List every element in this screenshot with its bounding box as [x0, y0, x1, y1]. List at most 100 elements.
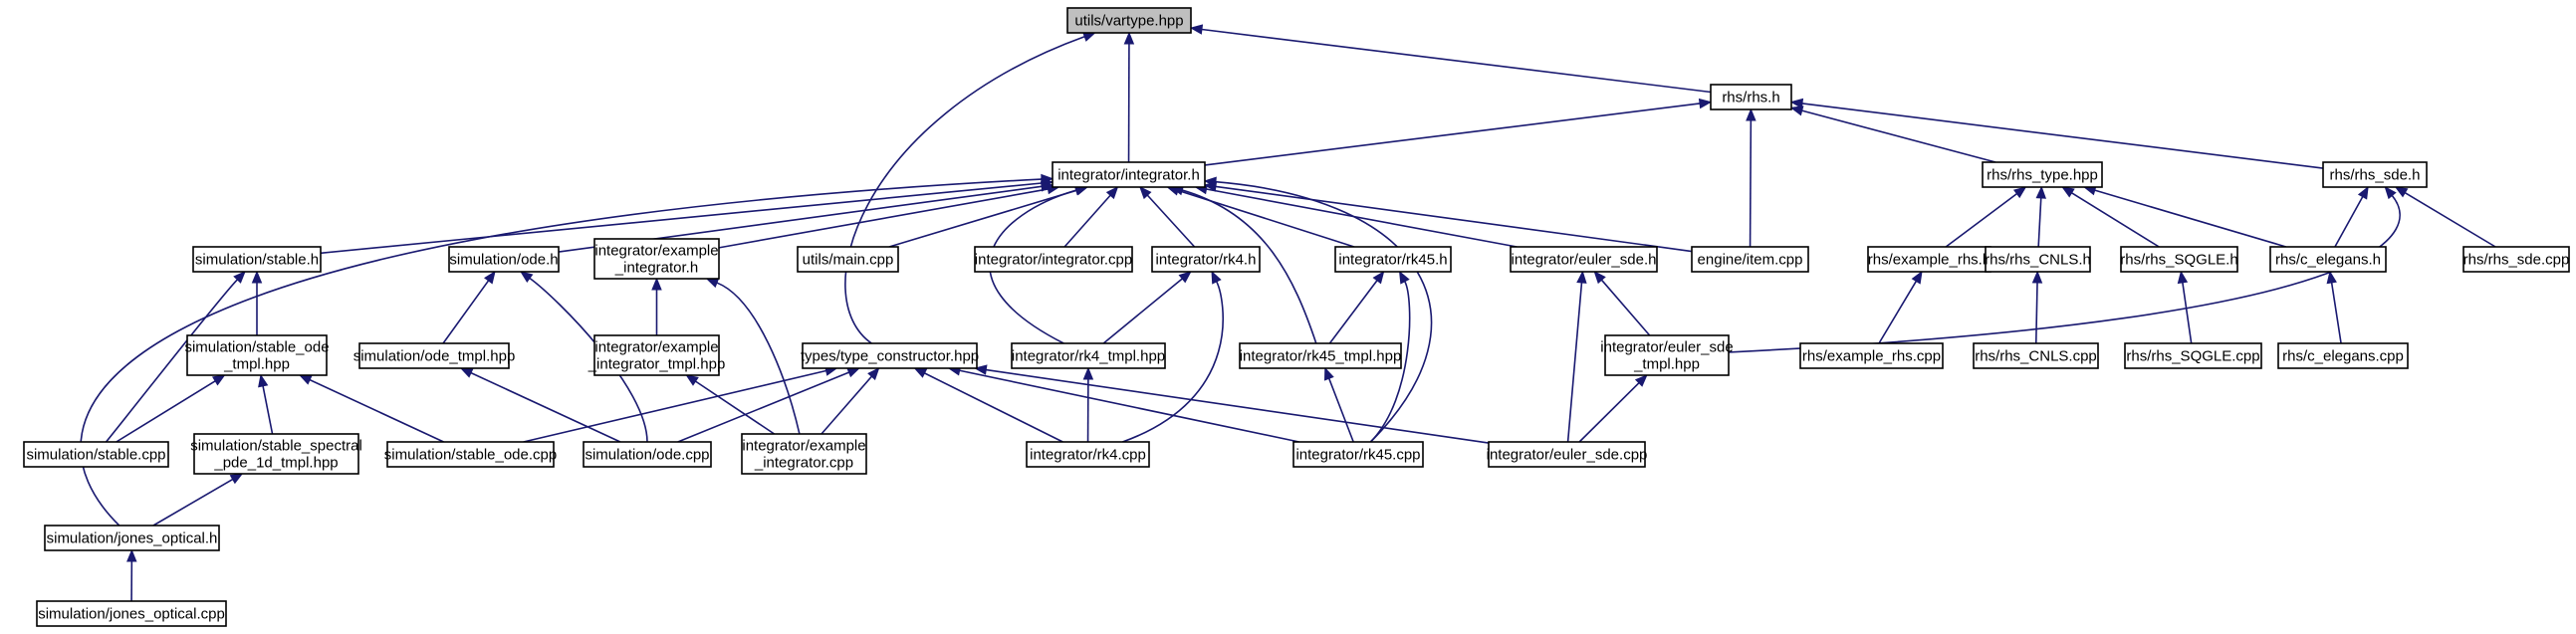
- node-rhs_sqgle_h[interactable]: rhs/rhs_SQGLE.h: [2120, 246, 2238, 273]
- arrowhead: [1040, 181, 1054, 192]
- node-label: rhs/example_rhs.cpp: [1802, 348, 1941, 365]
- edge-line: [2071, 192, 2160, 248]
- edge-rhs-to-vartype: [1189, 24, 1712, 94]
- arrowhead: [459, 367, 474, 378]
- edge-line: [1063, 194, 1111, 248]
- edge-line: [1102, 278, 1183, 344]
- edge-example_integrator_cpp-to-type_constructor: [820, 367, 880, 435]
- arrowhead: [867, 367, 880, 381]
- node-example_rhs_cpp[interactable]: rhs/example_rhs.cpp: [1799, 342, 1944, 369]
- edge-line: [2094, 189, 2287, 248]
- node-rk45_h[interactable]: integrator/rk45.h: [1334, 246, 1452, 273]
- node-box: [583, 441, 712, 468]
- node-rhs_type[interactable]: rhs/rhs_type.hpp: [1982, 161, 2103, 188]
- node-main_cpp[interactable]: utils/main.cpp: [797, 246, 899, 273]
- edge-line: [1215, 180, 1433, 443]
- edge-rk4_cpp-to-rk4_h: [1122, 270, 1225, 443]
- edge-line: [1201, 28, 1712, 94]
- edge-line: [2034, 282, 2038, 344]
- edge-rk45_cpp-to-integrator: [1203, 176, 1433, 443]
- node-example_integrator_tmpl[interactable]: integrator/example_integrator_tmpl.hpp: [587, 334, 726, 376]
- node-label: integrator/rk45_tmpl.hpp: [1240, 348, 1402, 365]
- edge-euler_sde_cpp-to-euler_sde_h: [1566, 270, 1587, 443]
- node-stable_ode_cpp[interactable]: simulation/stable_ode.cpp: [384, 441, 557, 468]
- node-label: types/type_constructor.hpp: [801, 348, 979, 365]
- arrowhead: [1634, 374, 1648, 387]
- edge-rk4_cpp-to-type_constructor: [913, 367, 1063, 443]
- node-example_rhs_h[interactable]: rhs/example_rhs.h: [1867, 246, 1991, 273]
- node-label: simulation/ode.cpp: [585, 447, 709, 464]
- edge-line: [1206, 188, 1518, 248]
- node-box: [1239, 342, 1402, 369]
- node-example_integrator_h[interactable]: integrator/example_integrator.h: [593, 238, 720, 280]
- edge-line: [262, 385, 274, 435]
- node-integrator_cpp[interactable]: integrator/integrator.cpp: [974, 246, 1133, 273]
- node-euler_sde_tmpl[interactable]: integrator/euler_sde_tmpl.hpp: [1600, 334, 1734, 376]
- node-label: integrator/euler_sde.h: [1512, 252, 1657, 269]
- node-rhs_sde[interactable]: rhs/rhs_sde.h: [2322, 161, 2428, 188]
- arrowhead: [2012, 186, 2027, 199]
- node-box: [23, 441, 169, 468]
- edge-line: [523, 369, 826, 443]
- edge-rk4_tmpl-to-rk4_h: [1102, 271, 1192, 344]
- node-label: simulation/stable_ode.cpp: [384, 447, 557, 464]
- node-rhs_cnls_h[interactable]: rhs/rhs_CNLS.h: [1985, 246, 2091, 273]
- arrowhead: [1178, 271, 1192, 284]
- node-ode_cpp[interactable]: simulation/ode.cpp: [583, 441, 712, 468]
- node-rk4_cpp[interactable]: integrator/rk4.cpp: [1026, 441, 1150, 468]
- node-stable_cpp[interactable]: simulation/stable.cpp: [23, 441, 169, 468]
- node-rhs_sqgle_cpp[interactable]: rhs/rhs_SQGLE.cpp: [2124, 342, 2262, 369]
- node-box: [1026, 441, 1150, 468]
- node-rk45_cpp[interactable]: integrator/rk45.cpp: [1292, 441, 1424, 468]
- node-rk45_tmpl[interactable]: integrator/rk45_tmpl.hpp: [1239, 342, 1402, 369]
- node-ode_h[interactable]: simulation/ode.h: [448, 246, 560, 273]
- node-jones_h[interactable]: simulation/jones_optical.h: [44, 525, 220, 551]
- node-c_elegans_cpp[interactable]: rhs/c_elegans.cpp: [2277, 342, 2409, 369]
- node-euler_sde_h[interactable]: integrator/euler_sde.h: [1510, 246, 1658, 273]
- edge-line: [924, 372, 1063, 443]
- edge-line: [695, 380, 776, 435]
- edge-example_integrator_tmpl-to-example_integrator_h: [651, 277, 662, 335]
- edge-line: [105, 279, 238, 443]
- node-c_elegans_h[interactable]: rhs/c_elegans.h: [2269, 246, 2387, 273]
- arrowhead: [229, 473, 244, 485]
- edge-line: [1600, 279, 1651, 336]
- node-stable_h[interactable]: simulation/stable.h: [192, 246, 322, 273]
- node-rk4_tmpl[interactable]: integrator/rk4_tmpl.hpp: [1011, 342, 1166, 369]
- node-box: [44, 525, 220, 551]
- arrowhead: [251, 270, 263, 284]
- node-label: integrator/example: [594, 339, 718, 356]
- edge-rhs_sqgle_h-to-rhs_type: [2061, 186, 2160, 248]
- edge-stable_ode_tmpl-to-stable_h: [251, 270, 263, 335]
- arrowhead: [1789, 98, 1804, 109]
- node-rk4_h[interactable]: integrator/rk4.h: [1151, 246, 1261, 273]
- node-rhs[interactable]: rhs/rhs.h: [1710, 84, 1792, 110]
- node-box: [36, 600, 227, 627]
- edge-c_elegans_h-to-rhs_type: [2082, 185, 2287, 248]
- edge-line: [1328, 280, 1378, 344]
- node-ode_tmpl[interactable]: simulation/ode_tmpl.hpp: [353, 342, 516, 369]
- node-jones_cpp[interactable]: simulation/jones_optical.cpp: [36, 600, 227, 627]
- edge-line: [1146, 194, 1196, 248]
- node-example_integrator_cpp[interactable]: integrator/example_integrator.cpp: [741, 433, 867, 475]
- node-box: [1510, 246, 1658, 273]
- node-euler_sde_cpp[interactable]: integrator/euler_sde.cpp: [1487, 441, 1648, 468]
- node-stable_ode_tmpl[interactable]: simulation/stable_ode_tmpl.hpp: [184, 334, 330, 376]
- node-label: integrator/integrator.cpp: [975, 252, 1132, 269]
- node-item_cpp[interactable]: engine/item.cpp: [1691, 246, 1809, 273]
- edge-item_cpp-to-rhs: [1746, 107, 1756, 248]
- node-box: [358, 342, 510, 369]
- node-stable_spectral[interactable]: simulation/stable_spectral_pde_1d_tmpl.h…: [190, 433, 362, 475]
- edge-line: [2182, 282, 2193, 344]
- arrowhead: [1576, 270, 1587, 284]
- node-integrator[interactable]: integrator/integrator.h: [1052, 161, 1206, 188]
- arrowhead: [2357, 185, 2369, 200]
- node-label: rhs/rhs_SQGLE.cpp: [2126, 348, 2259, 365]
- arrowhead: [484, 270, 496, 285]
- arrowhead: [913, 367, 928, 378]
- node-rhs_sde_cpp[interactable]: rhs/rhs_sde.cpp: [2462, 246, 2570, 273]
- node-vartype[interactable]: utils/vartype.hpp: [1066, 7, 1192, 34]
- node-type_constructor[interactable]: types/type_constructor.hpp: [801, 342, 979, 369]
- node-rhs_cnls_cpp[interactable]: rhs/rhs_CNLS.cpp: [1973, 342, 2099, 369]
- node-box: [2269, 246, 2387, 273]
